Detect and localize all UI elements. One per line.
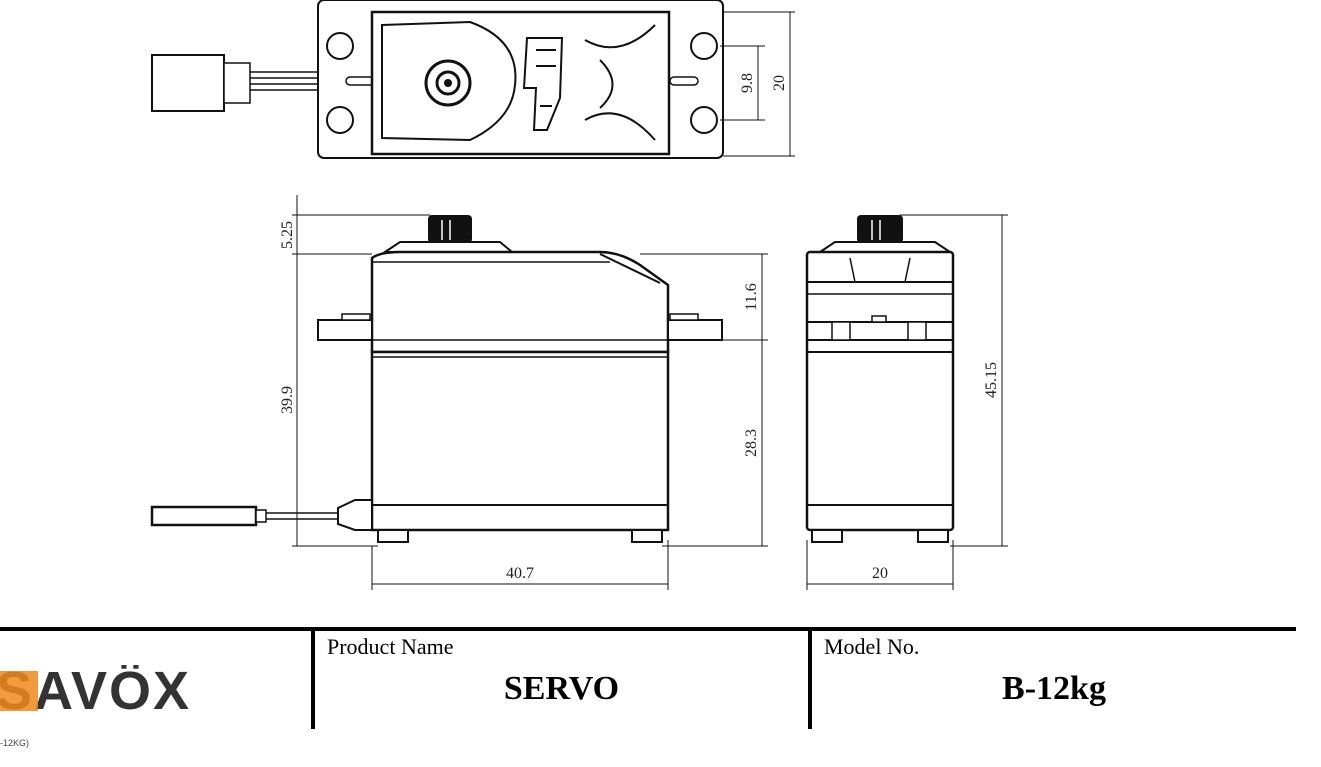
- footer-note: -12KG): [0, 738, 30, 748]
- dim-shaft-height: 5.25: [279, 221, 296, 249]
- dim-body-width: 20: [872, 565, 888, 582]
- dim-total-height-from-tab: 39.9: [279, 386, 296, 414]
- mounting-tab-right: [667, 319, 723, 341]
- connector-plug-top: [151, 54, 225, 112]
- front-view: 5.25 39.9 11.6 28.3 40.7: [150, 195, 768, 590]
- product-name-value: SERVO: [503, 670, 620, 707]
- title-block-divider-1: [311, 627, 315, 729]
- dim-hole-spacing: 9.8: [739, 73, 756, 93]
- model-number-value: B-12kg: [1002, 670, 1106, 707]
- top-cover-front: [370, 250, 670, 354]
- dim-lower-body-height: 28.3: [743, 429, 760, 457]
- dim-body-length: 40.7: [506, 565, 534, 582]
- product-name-label: Product Name: [327, 634, 454, 659]
- savox-logo: SAVÖX: [0, 665, 189, 717]
- connector-plug-front: [150, 505, 258, 527]
- model-number-label: Model No.: [824, 634, 920, 659]
- top-view: 9.8 20: [151, 0, 795, 159]
- mounting-tab-left: [317, 319, 373, 341]
- dim-top-view-height: 20: [771, 75, 788, 91]
- b-logo-mark: [522, 37, 564, 131]
- title-block: SAVÖX Product Name SERVO Model No. B-12k…: [0, 627, 1296, 729]
- side-view: 45.15 20: [805, 214, 1008, 590]
- servo-technical-drawing: 9.8 20: [150, 0, 1008, 590]
- dim-upper-body-height: 11.6: [743, 283, 760, 310]
- title-block-divider-2: [808, 627, 812, 729]
- servo-case-front: [370, 350, 670, 532]
- title-block-top-rule: [0, 627, 1296, 631]
- dim-total-height: 45.15: [983, 362, 1000, 398]
